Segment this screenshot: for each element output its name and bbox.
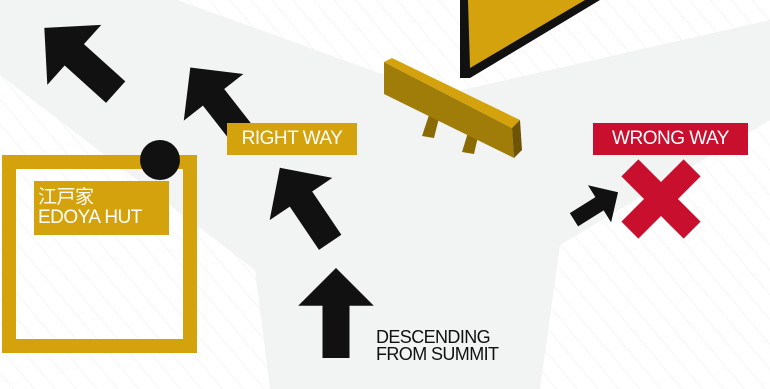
wrong-way-text: WRONG WAY <box>612 128 729 149</box>
descending-label: DESCENDING FROM SUMMIT <box>376 327 499 364</box>
right-way-label: RIGHT WAY <box>227 123 357 155</box>
right-way-text: RIGHT WAY <box>241 128 343 149</box>
hut-name-label: 江戸家 EDOYA HUT <box>34 181 169 235</box>
warning-sign-icon <box>460 0 600 78</box>
red-x-icon <box>621 159 701 239</box>
black-circle-icon <box>140 140 180 180</box>
descending-line2: FROM SUMMIT <box>376 344 499 364</box>
descending-line1: DESCENDING <box>376 327 491 347</box>
bench-icon <box>384 58 522 158</box>
hut-name-en: EDOYA HUT <box>38 207 142 228</box>
hut-name-jp: 江戸家 <box>38 187 94 208</box>
wrong-way-label: WRONG WAY <box>593 123 748 155</box>
hut-outline <box>2 155 197 353</box>
